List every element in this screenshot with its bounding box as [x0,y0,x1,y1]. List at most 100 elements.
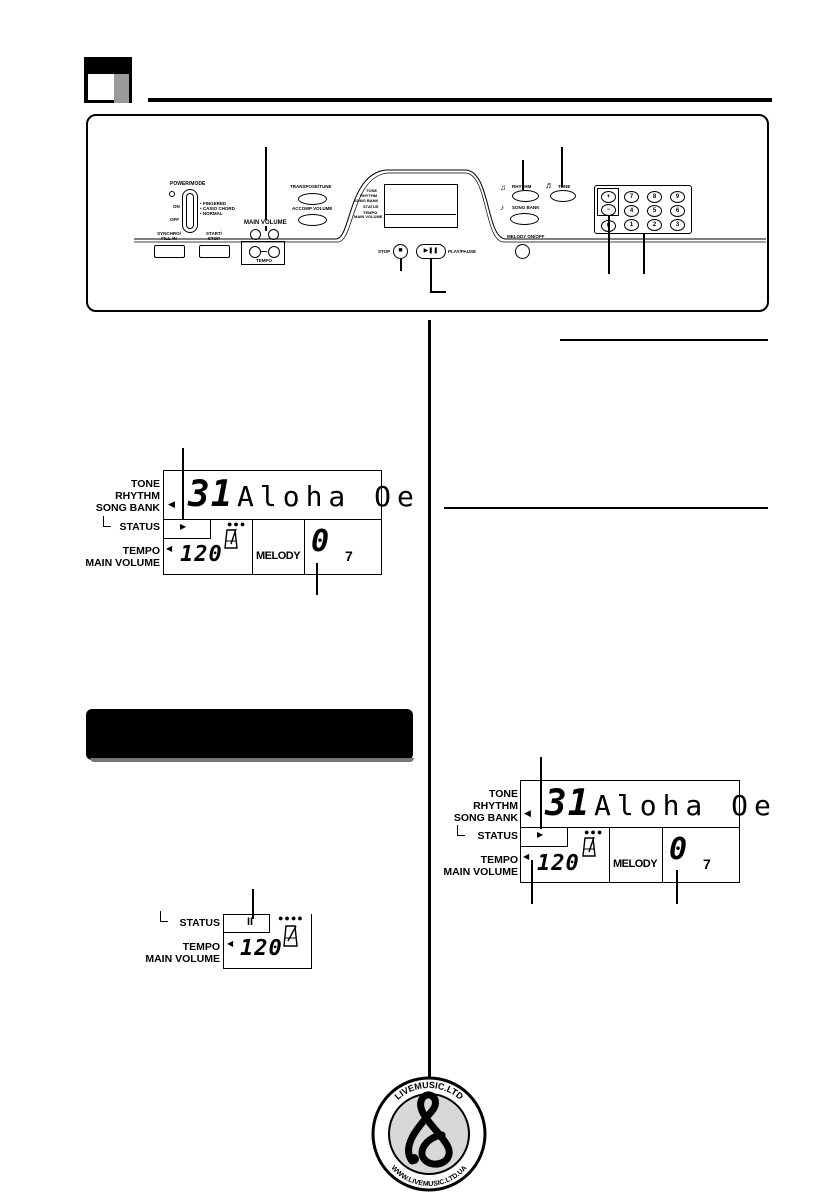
section-marker-shade [114,74,129,103]
logo-bottom-text: WWW.LIVEMUSIC.LTD.UA [389,1165,468,1188]
display2-beat-dots: ●●●● [278,913,304,923]
tempo-up-button[interactable] [268,246,280,258]
display3-tempo-arrow-icon: ◀ [523,852,530,861]
song-bank-button[interactable] [510,213,539,225]
display3-tone-label: TONE [489,788,518,800]
off-label: OFF [170,217,179,222]
keypad-8-button[interactable]: 8 [647,191,662,203]
display3-status-box [520,827,568,847]
display1-status-arrow-icon: ▶ [180,522,187,531]
callout-line-keypad-right [643,234,645,274]
display1-vdivider1 [252,519,253,575]
display3-main-volume-label: MAIN VOLUME [443,866,518,878]
section-banner [86,709,413,760]
transpose-tune-label: TRANSPOSE/TUNE [290,184,332,189]
display1-beat-dots: ●●● [227,519,247,529]
display1-tempo-arrow-icon: ◀ [166,544,173,553]
tempo-down-button[interactable] [249,246,261,258]
keypad-5-button[interactable]: 5 [647,205,662,217]
display1-song-name: Aloha Oe [237,480,420,513]
display1-tone-arrow-icon: ◀ [168,499,175,509]
stop-label: STOP [378,249,391,254]
rhythm-button[interactable] [512,190,539,202]
right-column-rule-2 [444,507,768,509]
right-column-rule-1 [560,339,768,341]
on-label: ON [173,204,180,209]
keypad-frame [594,185,692,234]
display1-song-number: 31 [188,474,234,515]
power-indicator-icon [169,191,175,197]
display3-vdivider1 [609,827,610,883]
volume-down-button[interactable] [268,229,279,240]
power-mode-label: POWER/MODE [170,181,206,187]
keypad-6-button[interactable]: 6 [670,205,685,217]
tone-button[interactable] [550,190,576,202]
display1-rhythm-label: RHYTHM [115,490,160,502]
display3-status-label: STATUS [477,830,518,842]
accomp-volume-label: ACCOMP VOLUME [292,206,333,211]
tempo-connector [260,251,267,252]
main-volume-label: MAIN VOLUME [244,220,287,226]
callout-line-display2 [252,889,254,919]
keypad-7-button[interactable]: 7 [624,191,639,203]
display3-measure: 0 [669,832,689,867]
display1-metronome-icon [224,528,238,550]
keypad-minus-button[interactable]: − [601,204,616,216]
display1-beat: 7 [345,548,353,564]
header-rule [148,98,772,102]
display2-pause-symbol: II [247,916,254,928]
accomp-volume-button[interactable] [298,214,327,226]
display3-melody-indicator: MELODY [613,858,658,870]
display3-rhythm-label: RHYTHM [473,800,518,812]
callout-play-hook [430,291,446,293]
panel-display-label-tone: TONE [366,188,378,193]
transpose-tune-button[interactable] [298,193,327,205]
panel-display-label-main-volume: MAIN VOLUME [354,214,383,219]
keypad-3-button[interactable]: 3 [670,219,685,231]
display1-status-bracket [103,516,111,527]
display2-status-box [223,914,270,933]
song-bank-label: SONG BANK [512,205,540,210]
volume-up-button[interactable] [250,229,261,240]
section-banner-shadow [90,758,414,762]
mode-option-casio-chord: • CASIO CHORD [200,206,235,211]
stop-button[interactable]: ■ [393,244,408,259]
display2-tempo-label: TEMPO [182,941,220,953]
display2-tempo-value: 120 [240,936,283,961]
synchro-fill-button[interactable] [154,245,185,258]
melody-on-off-label: MELODY ON/OFF [507,234,545,239]
start-stop-button[interactable] [199,245,230,258]
keypad-4-button[interactable]: 4 [624,205,639,217]
keypad-2-button[interactable]: 2 [647,219,662,231]
tone-icon: ♬ [545,180,554,190]
display3-frame [520,780,740,883]
rhythm-label: RHYTHM [512,184,532,189]
display1-song-bank-label: SONG BANK [95,502,160,514]
display1-melody-indicator: MELODY [256,550,301,562]
start-stop-label: START/ STOP [206,231,222,241]
section-marker-inner [88,74,114,100]
keypad-9-button[interactable]: 9 [670,191,685,203]
display3-tempo-value: 120 [537,851,580,876]
callout-line-display3-top [540,757,542,829]
display1-tempo-label: TEMPO [122,545,160,557]
livemusic-logo [371,1076,487,1192]
keypad-1-button[interactable]: 1 [624,219,639,231]
melody-on-off-button[interactable] [515,244,530,259]
display1-hdivider [163,519,382,520]
column-divider [428,320,431,1090]
power-mode-switch[interactable] [182,189,198,233]
display3-song-number: 31 [545,783,591,824]
panel-display [384,184,458,228]
keypad-plus-button[interactable]: + [601,191,616,203]
rhythm-icon: ♫ [500,183,506,192]
panel-display-label-rhythm: RHYTHM [360,193,378,198]
display3-status-arrow-icon: ▶ [537,830,544,839]
play-pause-button[interactable]: ▶❚❚ [416,244,446,259]
panel-display-divider [384,214,456,215]
display3-song-name: Aloha Oe [594,789,777,822]
tone-label: TONE [558,184,571,189]
mode-option-normal: • NORMAL [200,211,223,216]
tempo-button-group [241,241,285,265]
livemusic-logo-text: LIVEMUSIC.LTD WWW.LIVEMUSIC.LTD.UA [389,1080,468,1188]
